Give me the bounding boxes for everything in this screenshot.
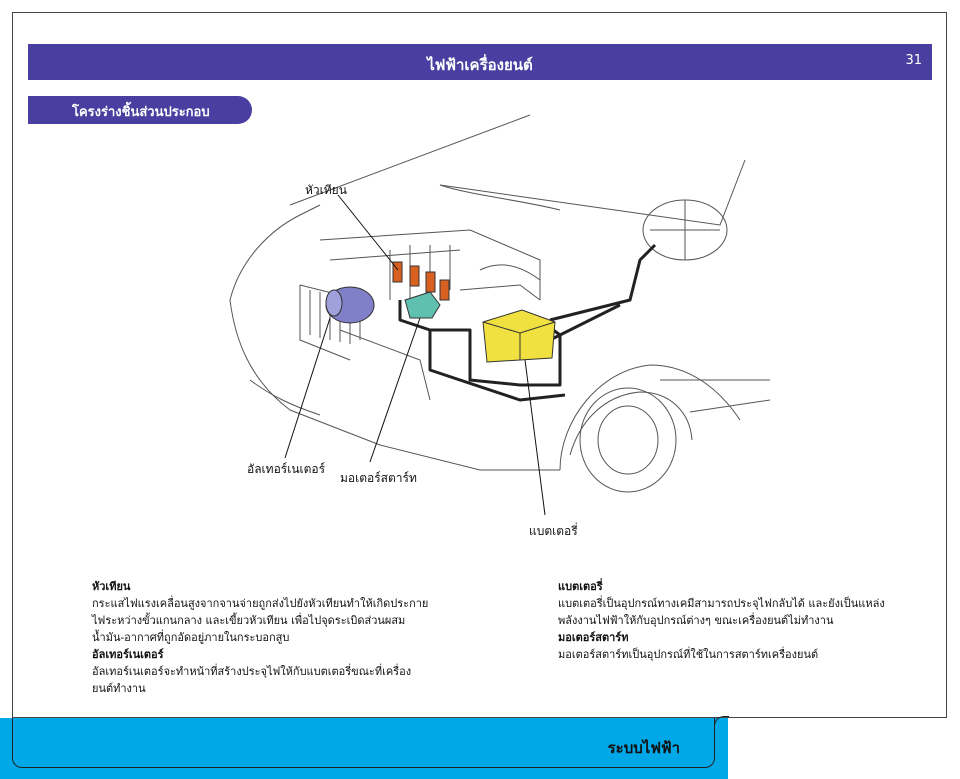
alternator-shape	[325, 286, 375, 324]
term-battery: แบตเตอรี่	[558, 580, 603, 593]
footer-tab: ระบบไฟฟ้า	[12, 718, 715, 768]
page-title: ไฟฟ้าเครื่องยนต์	[427, 56, 533, 74]
description-line: พลังงานไฟฟ้าให้กับอุปกรณ์ต่างๆ ขณะเครื่อ…	[558, 614, 834, 627]
header-bar: ไฟฟ้าเครื่องยนต์ 31	[28, 44, 932, 80]
description-line: น้ำมัน-อากาศที่ถูกอัดอยู่ภายในกระบอกสูบ	[92, 631, 290, 644]
description-line: ยนต์ทำงาน	[92, 682, 146, 695]
callout-battery: แบตเตอรี่	[529, 524, 578, 538]
term-starter: มอเตอร์สตาร์ท	[558, 631, 629, 644]
spark-plugs	[392, 261, 450, 301]
description-line: ไฟระหว่างขั้วแกนกลาง และเขี้ยวหัวเทียน เ…	[92, 614, 406, 627]
footer-label: ระบบไฟฟ้า	[607, 739, 680, 757]
starter-shape	[404, 291, 441, 319]
page-frame	[12, 12, 947, 718]
description-line: มอเตอร์สตาร์ทเป็นอุปกรณ์ที่ใช้ในการสตาร์…	[558, 648, 819, 661]
callout-alternator: อัลเทอร์เนเตอร์	[247, 462, 326, 476]
footer-bar	[0, 718, 728, 779]
description-line: แบตเตอรี่เป็นอุปกรณ์ทางเคมีสามารถประจุไฟ…	[558, 597, 885, 610]
description-left-column: หัวเทียน กระแสไฟแรงเคลื่อนสูงจากจานจ่ายถ…	[92, 578, 452, 697]
description-line: อัลเทอร์เนเตอร์จะทำหน้าที่สร้างประจุไฟให…	[92, 665, 412, 678]
section-heading: โครงร่างชิ้นส่วนประกอบ	[28, 96, 252, 124]
callout-spark-plug: หัวเทียน	[305, 183, 347, 197]
callout-starter: มอเตอร์สตาร์ท	[340, 471, 417, 485]
term-alternator: อัลเทอร์เนเตอร์	[92, 648, 164, 661]
battery-shape	[482, 309, 556, 363]
footer-notch	[714, 716, 729, 731]
description-line: กระแสไฟแรงเคลื่อนสูงจากจานจ่ายถูกส่งไปยั…	[92, 597, 429, 610]
engine-illustration	[229, 114, 771, 516]
page-number: 31	[905, 53, 922, 68]
section-title: โครงร่างชิ้นส่วนประกอบ	[72, 105, 210, 120]
description-right-column: แบตเตอรี่ แบตเตอรี่เป็นอุปกรณ์ทางเคมีสาม…	[558, 578, 888, 663]
term-spark-plug: หัวเทียน	[92, 580, 131, 593]
